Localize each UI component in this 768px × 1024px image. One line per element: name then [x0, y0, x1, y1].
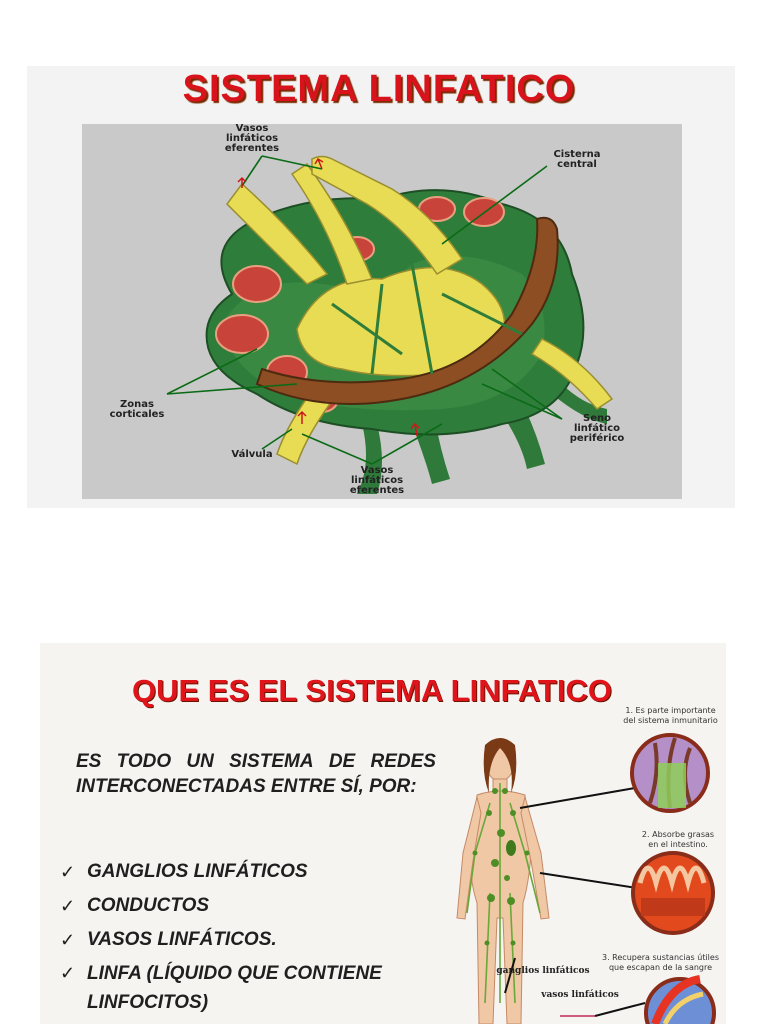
label-vasos-eferentes-bottom: Vasos linfáticos eferentes — [349, 465, 405, 496]
intro-word: ES — [76, 751, 102, 772]
intro-word: DE — [328, 751, 356, 772]
label-zonas-corticales: Zonas corticales — [109, 399, 165, 420]
intro-word: TODO — [116, 751, 172, 772]
bullet-list: ✓GANGLIOS LINFÁTICOS ✓CONDUCTOS ✓VASOS L… — [60, 855, 440, 1017]
label-valvula: Válvula — [231, 449, 273, 460]
list-item: ✓CONDUCTOS — [60, 889, 440, 923]
intro-line-2: INTERCONECTADAS ENTRE SÍ, POR: — [76, 776, 417, 797]
lymph-node-illustration — [166, 155, 614, 494]
check-icon: ✓ — [60, 896, 76, 916]
label-ganglios: ganglios linfáticos — [496, 966, 590, 976]
label-vasos: vasos linfáticos — [541, 990, 619, 1000]
list-item: ✓LINFA (LÍQUIDO QUE CONTIENE LINFOCITOS) — [60, 959, 440, 1017]
intro-line-1: ES TODO UN SISTEMA DE REDES — [76, 749, 436, 774]
list-item: ✓GANGLIOS LINFÁTICOS — [60, 855, 440, 889]
list-item: ✓VASOS LINFÁTICOS. — [60, 923, 440, 957]
body-illustration — [456, 733, 716, 1024]
intro-word: UN — [186, 751, 214, 772]
label-vasos-eferentes-top: Vasos linfáticos eferentes — [224, 124, 280, 154]
intro-word: SISTEMA — [229, 751, 314, 772]
slide-1-title: SISTEMA LINFATICO — [182, 68, 576, 110]
figure-label-3: 3. Recupera sustancias útiles que escapa… — [602, 953, 719, 972]
lymph-node-diagram: Vasos linfáticos eferentes Cisterna cent… — [82, 124, 682, 499]
intro-text: ES TODO UN SISTEMA DE REDES INTERCONECTA… — [76, 749, 436, 799]
figure-label-2: 2. Absorbe grasas en el intestino. — [641, 830, 715, 849]
slide-2-title: QUE ES EL SISTEMA LINFATICO — [132, 673, 612, 708]
label-seno-linfatico: Seno linfático periférico — [569, 413, 625, 444]
figure-label-1: 1. Es parte importante del sistema inmun… — [623, 706, 718, 725]
intro-word: REDES — [370, 751, 436, 772]
label-cisterna-central: Cisterna central — [553, 149, 601, 170]
slide-1: SISTEMA LINFATICO — [27, 66, 735, 508]
lymphatic-body-figure: 1. Es parte importante del sistema inmun… — [445, 703, 726, 1024]
check-icon: ✓ — [60, 930, 76, 950]
check-icon: ✓ — [60, 963, 76, 983]
check-icon: ✓ — [60, 862, 76, 882]
slide-2: QUE ES EL SISTEMA LINFATICO ES TODO UN S… — [40, 643, 726, 1024]
